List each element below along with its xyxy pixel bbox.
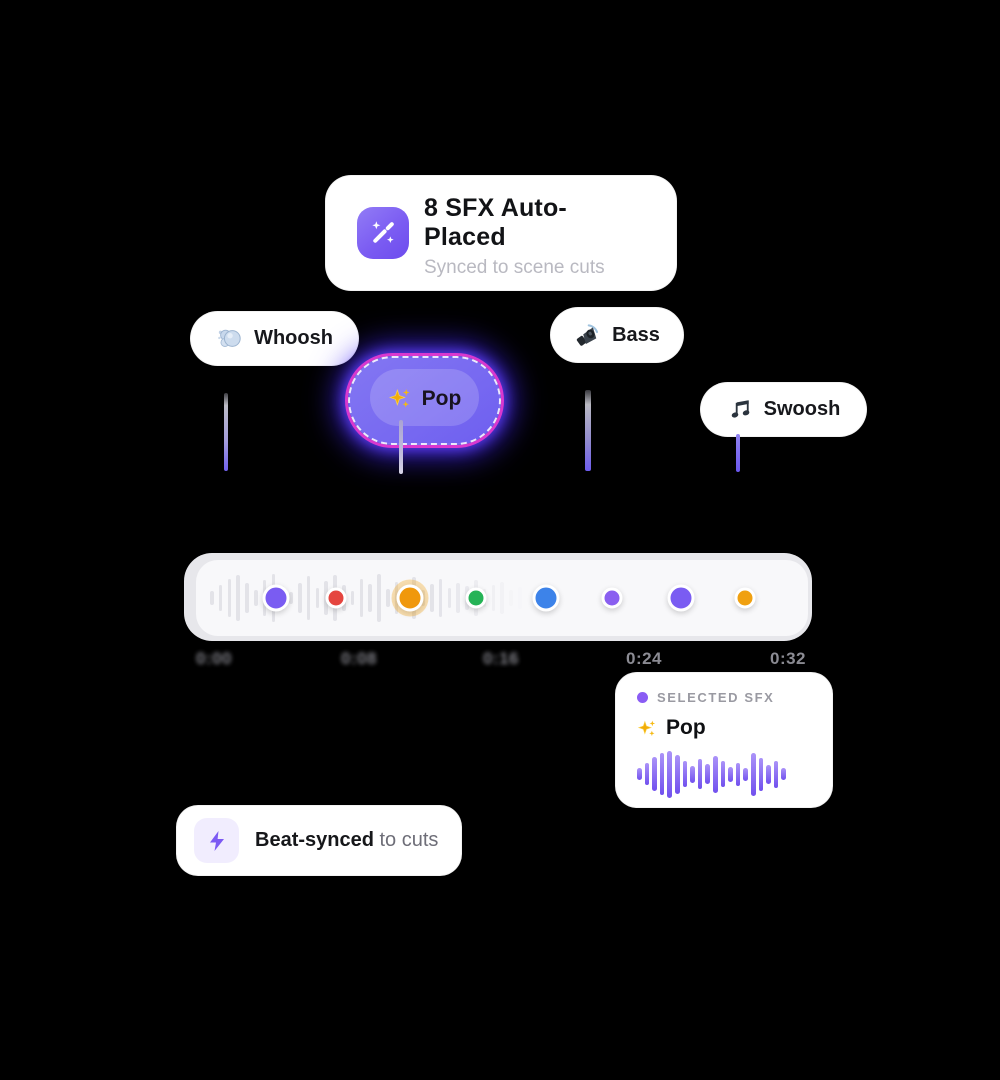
sfx-waveform-bar [750, 752, 756, 796]
timestamp: 0:24 [625, 649, 663, 668]
waveform-bar [509, 590, 513, 606]
beat-synced-bold: Beat-synced [255, 829, 374, 851]
beat-synced-rest: to cuts [373, 829, 439, 851]
selected-sfx-waveform [637, 750, 811, 798]
connector-line-whoosh [224, 393, 228, 471]
selected-dot-icon [637, 692, 648, 703]
sfx-marker-dot[interactable] [532, 584, 560, 612]
timestamp: 0:16 [482, 649, 520, 668]
sfx-waveform-bar [735, 762, 741, 786]
wind-puff-icon [216, 325, 243, 352]
waveform-bar [210, 591, 214, 605]
connector-line-swoosh [736, 434, 740, 472]
beat-synced-text: Beat-synced to cuts [255, 829, 438, 852]
sfx-marker-dot[interactable] [396, 584, 424, 612]
pill-label-bass: Bass [612, 323, 660, 346]
sfx-waveform-bar [644, 763, 650, 785]
sfx-waveform-bar [697, 759, 703, 789]
timestamp: 0:32 [769, 649, 807, 668]
sfx-marker-dot[interactable] [734, 587, 756, 609]
waveform-bar [518, 587, 522, 609]
lightning-bolt-icon [205, 829, 229, 853]
sfx-waveform-bar [667, 750, 672, 798]
waveform-bar [350, 591, 355, 605]
pop-pill-inner-highlight [370, 369, 479, 426]
waveform-bar [430, 584, 434, 612]
magic-wand-icon [367, 217, 399, 249]
sfx-waveform-bar [705, 764, 710, 784]
waveform-bar [254, 590, 258, 606]
music-notes-icon [727, 397, 753, 423]
connector-line-pop [399, 420, 403, 474]
sfx-waveform-bar [773, 760, 779, 788]
sfx-marker-dot[interactable] [325, 587, 347, 609]
speaker-icon [574, 322, 601, 349]
waveform-bar [289, 592, 293, 604]
waveform-bar [500, 582, 504, 614]
sfx-waveform-bar [728, 766, 733, 782]
sfx-waveform-bar [637, 768, 642, 780]
header-subtitle: Synced to scene cuts [424, 256, 605, 278]
waveform-bar [491, 585, 496, 611]
sfx-pill-pop-selected[interactable]: Pop [339, 349, 510, 452]
sfx-waveform-bar [766, 764, 771, 784]
sparkles-icon [388, 386, 413, 411]
connector-line-bass [585, 390, 591, 471]
sfx-waveform-bar [659, 753, 665, 795]
waveform-bar [298, 583, 302, 613]
timestamp: 0:08 [340, 649, 378, 668]
sfx-waveform-bar [674, 754, 680, 794]
sfx-waveform-bar [720, 761, 726, 787]
waveform-bar [447, 588, 452, 608]
timestamp: 0:00 [195, 649, 233, 668]
sfx-marker-dot[interactable] [465, 587, 487, 609]
sfx-waveform-bar [690, 765, 695, 783]
sfx-waveform-bar [682, 761, 688, 787]
sfx-pill-whoosh[interactable]: Whoosh [190, 311, 359, 366]
sfx-autoplaced-card: 8 SFX Auto-Placed Synced to scene cuts [325, 175, 677, 291]
sfx-marker-dot[interactable] [601, 587, 623, 609]
waveform-bar [306, 576, 311, 620]
waveform-bar [236, 575, 240, 621]
selected-sfx-label: SELECTED SFX [657, 690, 775, 705]
selected-sfx-card: SELECTED SFX Pop [615, 672, 833, 808]
sfx-waveform-bar [712, 755, 718, 793]
waveform-bar [245, 583, 249, 613]
waveform-bar [359, 579, 364, 617]
pill-label-pop: Pop [421, 386, 462, 410]
sfx-waveform-bar [652, 757, 657, 791]
waveform-bar [227, 579, 232, 617]
magic-wand-tile [357, 207, 409, 259]
pill-label-swoosh: Swoosh [763, 398, 841, 420]
sfx-waveform-bar [781, 768, 786, 780]
header-title: 8 SFX Auto-Placed [424, 194, 567, 252]
sfx-marker-dot[interactable] [667, 584, 695, 612]
waveform-bar [368, 584, 372, 612]
waveform-bar [315, 588, 320, 608]
waveform-bar [377, 574, 381, 622]
sfx-pill-bass[interactable]: Bass [550, 307, 684, 363]
selected-sfx-title: Pop [666, 716, 706, 739]
sfx-waveform-bar [743, 767, 748, 781]
beat-synced-card: Beat-synced to cuts [176, 805, 462, 876]
sfx-pill-swoosh[interactable]: Swoosh [700, 382, 867, 437]
lightning-tile [194, 818, 239, 863]
pill-label-whoosh: Whoosh [254, 327, 333, 349]
timeline-timestamps: 0:00 0:08 0:16 0:24 0:32 [0, 649, 1000, 673]
waveform-bar [438, 579, 443, 617]
waveform-bar [218, 585, 223, 611]
pop-pill-body [348, 356, 501, 445]
timeline-waveform[interactable] [196, 560, 808, 636]
waveform-bar [456, 583, 460, 613]
sfx-waveform-bar [758, 757, 764, 791]
sfx-marker-dot[interactable] [262, 584, 290, 612]
waveform-bar [386, 589, 390, 607]
timeline-markers [196, 560, 808, 636]
sparkles-icon [637, 718, 658, 739]
